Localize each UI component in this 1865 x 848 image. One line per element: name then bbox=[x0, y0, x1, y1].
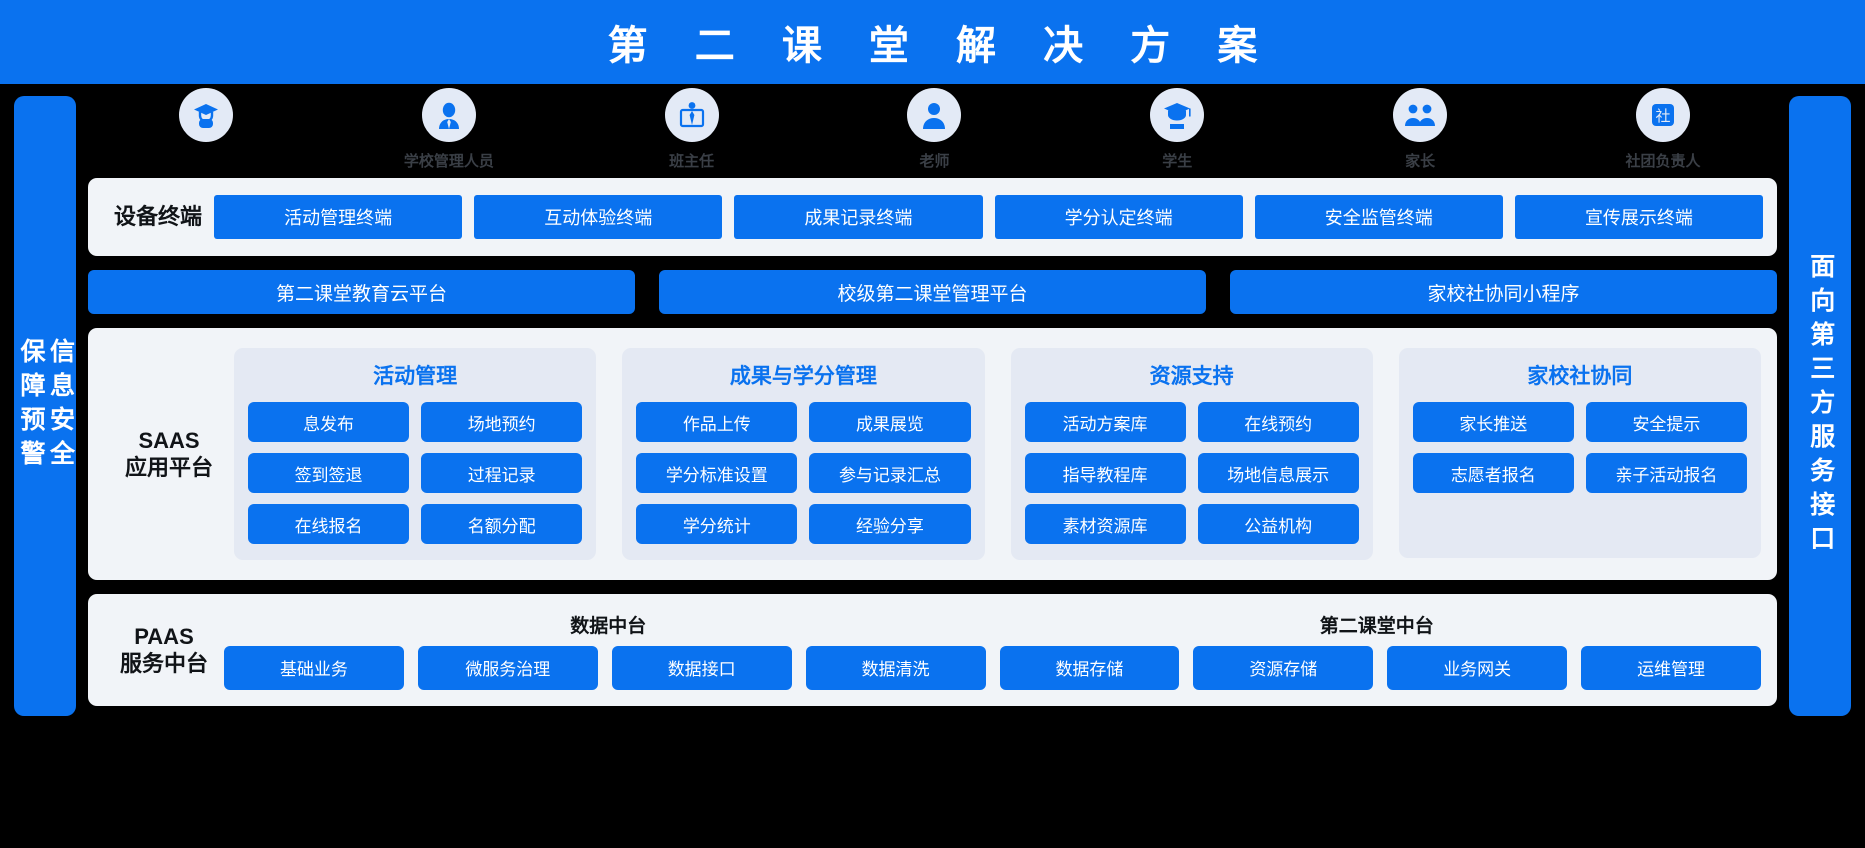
role-item[interactable]: 老师 bbox=[868, 88, 1000, 171]
saas-section: SAAS 应用平台 活动管理 息发布 场地预约 签到签退 过程记录 在线报名 名… bbox=[88, 328, 1777, 580]
svg-text:社: 社 bbox=[1655, 108, 1670, 125]
card-items: 作品上传 成果展览 学分标准设置 参与记录汇总 学分统计 经验分享 bbox=[636, 402, 971, 544]
role-item[interactable]: 家长 bbox=[1354, 88, 1486, 171]
saas-card-resource-support: 资源支持 活动方案库 在线预约 指导教程库 场地信息展示 素材资源库 公益机构 bbox=[1010, 348, 1373, 560]
card-items: 活动方案库 在线预约 指导教程库 场地信息展示 素材资源库 公益机构 bbox=[1024, 402, 1359, 544]
graduate-cap-user-icon bbox=[179, 88, 233, 142]
teacher-at-board-icon bbox=[664, 88, 719, 142]
device-terminal-item[interactable]: 互动体验终端 bbox=[474, 195, 723, 239]
role-label: 班主任 bbox=[669, 153, 715, 170]
role-label: 学生 bbox=[1162, 153, 1193, 170]
card-title: 家校社协同 bbox=[1527, 365, 1633, 388]
saas-card-home-school-community: 家校社协同 家长推送 安全提示 志愿者报名 亲子活动报名 bbox=[1398, 348, 1761, 558]
saas-feature-chip[interactable]: 在线预约 bbox=[1197, 402, 1359, 442]
card-items: 家长推送 安全提示 志愿者报名 亲子活动报名 bbox=[1412, 402, 1747, 493]
student-cap-icon bbox=[1150, 88, 1205, 142]
device-terminal-item[interactable]: 成果记录终端 bbox=[734, 195, 983, 239]
saas-feature-chip[interactable]: 作品上传 bbox=[636, 402, 798, 442]
saas-feature-chip[interactable]: 场地信息展示 bbox=[1197, 453, 1359, 493]
paas-middle-titles: 数据中台 第二课堂中台 bbox=[224, 611, 1761, 646]
device-buttons: 活动管理终端 互动体验终端 成果记录终端 学分认定终端 安全监管终端 宣传展示终… bbox=[214, 195, 1764, 239]
saas-card-achievement-credit: 成果与学分管理 作品上传 成果展览 学分标准设置 参与记录汇总 学分统计 经验分… bbox=[622, 348, 985, 560]
saas-row-label: SAAS 应用平台 bbox=[124, 427, 213, 481]
saas-feature-chip[interactable]: 安全提示 bbox=[1585, 402, 1747, 442]
saas-feature-chip[interactable]: 参与记录汇总 bbox=[809, 453, 971, 493]
parents-group-icon bbox=[1393, 88, 1448, 142]
saas-feature-chip[interactable]: 家长推送 bbox=[1412, 402, 1574, 442]
role-label: 老师 bbox=[919, 153, 950, 170]
device-terminal-row: 设备终端 活动管理终端 互动体验终端 成果记录终端 学分认定终端 安全监管终端 … bbox=[88, 178, 1777, 256]
admin-person-icon bbox=[421, 88, 476, 142]
saas-card-activity-management: 活动管理 息发布 场地预约 签到签退 过程记录 在线报名 名额分配 bbox=[234, 348, 597, 560]
role-label: 学校管理人员 bbox=[403, 153, 494, 170]
role-item[interactable]: 学生 bbox=[1111, 88, 1243, 171]
role-label: 家长 bbox=[1405, 153, 1436, 170]
saas-feature-chip[interactable]: 学分统计 bbox=[636, 504, 798, 544]
paas-service-chip[interactable]: 微服务治理 bbox=[417, 645, 598, 690]
saas-feature-chip[interactable]: 活动方案库 bbox=[1024, 402, 1186, 442]
device-terminal-item[interactable]: 宣传展示终端 bbox=[1514, 195, 1764, 239]
person-circle-icon bbox=[907, 88, 962, 142]
page-header: 第 二 课 堂 解 决 方 案 bbox=[0, 0, 1865, 84]
page-title: 第 二 课 堂 解 决 方 案 bbox=[607, 24, 1276, 68]
paas-body: 数据中台 第二课堂中台 基础业务 微服务治理 数据接口 数据清洗 数据存储 资源… bbox=[224, 611, 1761, 690]
saas-feature-chip[interactable]: 经验分享 bbox=[809, 504, 971, 544]
platform-item[interactable]: 家校社协同小程序 bbox=[1230, 270, 1777, 314]
device-terminal-item[interactable]: 学分认定终端 bbox=[994, 195, 1243, 239]
device-terminal-item[interactable]: 活动管理终端 bbox=[214, 195, 463, 239]
role-item[interactable] bbox=[140, 88, 272, 150]
paas-middle-title: 第二课堂中台 bbox=[1319, 615, 1434, 637]
role-item[interactable]: 社 社团负责人 bbox=[1597, 88, 1729, 171]
saas-feature-chip[interactable]: 亲子活动报名 bbox=[1585, 453, 1747, 493]
saas-feature-chip[interactable]: 成果展览 bbox=[809, 402, 971, 442]
paas-service-chip[interactable]: 数据存储 bbox=[999, 645, 1180, 690]
role-item[interactable]: 班主任 bbox=[626, 88, 758, 171]
saas-feature-chip[interactable]: 名额分配 bbox=[421, 504, 583, 544]
card-title: 成果与学分管理 bbox=[729, 365, 877, 388]
paas-middle-title: 数据中台 bbox=[570, 615, 647, 637]
paas-service-chip[interactable]: 资源存储 bbox=[1193, 645, 1374, 690]
platform-row: 第二课堂教育云平台 校级第二课堂管理平台 家校社协同小程序 bbox=[88, 270, 1777, 314]
saas-feature-chip[interactable]: 学分标准设置 bbox=[636, 453, 798, 493]
saas-feature-chip[interactable]: 素材资源库 bbox=[1024, 504, 1186, 544]
device-terminal-item[interactable]: 安全监管终端 bbox=[1254, 195, 1503, 239]
card-items: 息发布 场地预约 签到签退 过程记录 在线报名 名额分配 bbox=[248, 402, 583, 544]
right-rail-label: 面向第三方服务接口 bbox=[1806, 253, 1835, 559]
platform-item[interactable]: 第二课堂教育云平台 bbox=[88, 270, 635, 314]
paas-chips: 基础业务 微服务治理 数据接口 数据清洗 数据存储 资源存储 业务网关 运维管理 bbox=[224, 645, 1761, 690]
card-title: 活动管理 bbox=[373, 365, 458, 388]
saas-feature-chip[interactable]: 公益机构 bbox=[1197, 504, 1359, 544]
platform-item[interactable]: 校级第二课堂管理平台 bbox=[659, 270, 1206, 314]
saas-feature-chip[interactable]: 指导教程库 bbox=[1024, 453, 1186, 493]
paas-service-chip[interactable]: 业务网关 bbox=[1387, 645, 1568, 690]
paas-section: PAAS 服务中台 数据中台 第二课堂中台 基础业务 微服务治理 数据接口 数据… bbox=[88, 594, 1777, 706]
paas-row-label: PAAS 服务中台 bbox=[119, 623, 208, 677]
paas-service-chip[interactable]: 数据接口 bbox=[611, 645, 792, 690]
main-column: 学校管理人员 班主任 bbox=[88, 88, 1777, 828]
saas-feature-chip[interactable]: 场地预约 bbox=[421, 402, 583, 442]
left-rail-label: 信息安全 保障预警 bbox=[17, 338, 75, 474]
saas-cards: 活动管理 息发布 场地预约 签到签退 过程记录 在线报名 名额分配 成果与学分管… bbox=[234, 348, 1761, 560]
device-row-label: 设备终端 bbox=[113, 204, 202, 230]
card-title: 资源支持 bbox=[1149, 365, 1234, 388]
role-label: 社团负责人 bbox=[1625, 153, 1701, 170]
role-item[interactable]: 学校管理人员 bbox=[383, 88, 515, 171]
club-badge-icon: 社 bbox=[1635, 88, 1690, 142]
saas-feature-chip[interactable]: 在线报名 bbox=[248, 504, 410, 544]
role-row: 学校管理人员 班主任 bbox=[88, 88, 1777, 174]
paas-service-chip[interactable]: 运维管理 bbox=[1581, 645, 1761, 690]
saas-feature-chip[interactable]: 志愿者报名 bbox=[1412, 453, 1574, 493]
left-rail-information-security: 信息安全 保障预警 bbox=[14, 96, 76, 716]
saas-feature-chip[interactable]: 息发布 bbox=[248, 402, 410, 442]
saas-feature-chip[interactable]: 签到签退 bbox=[248, 453, 410, 493]
right-rail-third-party-interface: 面向第三方服务接口 bbox=[1789, 96, 1851, 716]
saas-feature-chip[interactable]: 过程记录 bbox=[421, 453, 583, 493]
paas-service-chip[interactable]: 基础业务 bbox=[224, 645, 404, 690]
paas-service-chip[interactable]: 数据清洗 bbox=[805, 645, 986, 690]
